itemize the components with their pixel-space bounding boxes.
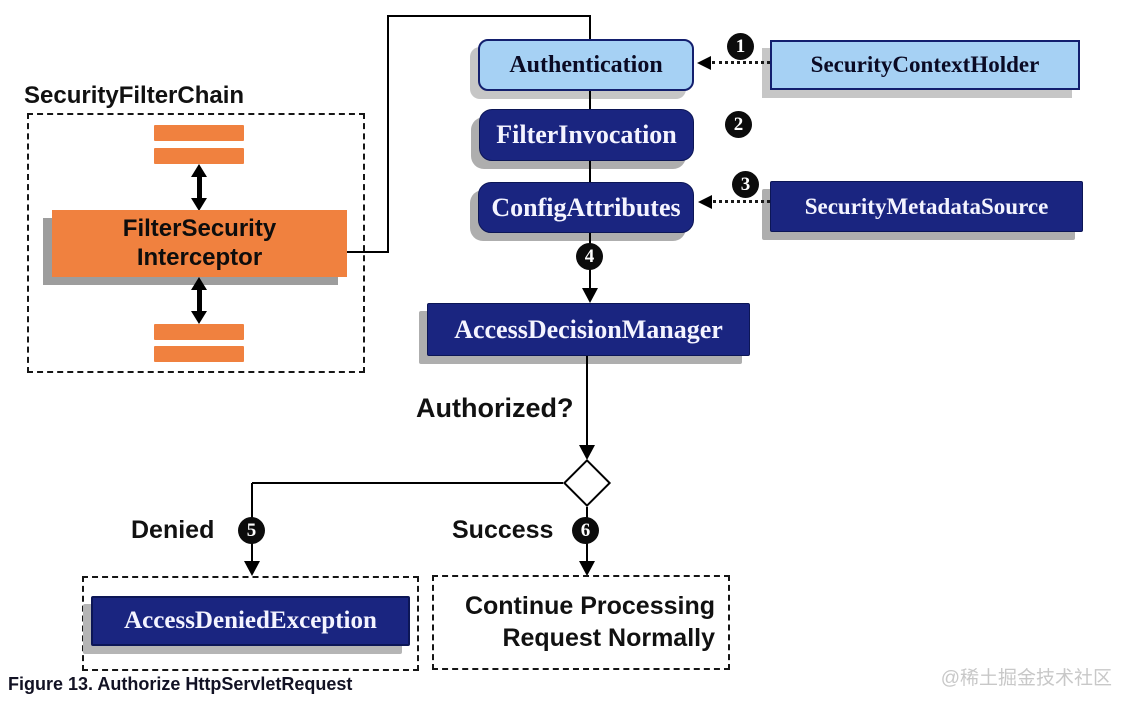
- decision-diamond: [562, 458, 612, 508]
- fsi-line1: FilterSecurity: [122, 214, 277, 242]
- connector-up: [387, 15, 389, 253]
- step-4-badge: 4: [576, 243, 603, 270]
- security-metadata-source-node: SecurityMetadataSource: [770, 181, 1083, 232]
- step-2-badge: 2: [725, 111, 752, 138]
- success-label: Success: [452, 516, 554, 544]
- step-5-badge: 5: [238, 517, 265, 544]
- continue-processing-container: Continue Processing Request Normally: [432, 575, 730, 670]
- access-denied-exception-label: AccessDeniedException: [124, 607, 377, 634]
- line-auth-to-fi: [589, 91, 591, 110]
- config-attributes-node: ConfigAttributes: [478, 182, 694, 233]
- filter-invocation-label: FilterInvocation: [496, 120, 677, 149]
- arrowhead-into-adm: [582, 288, 598, 303]
- authorized-label: Authorized?: [416, 393, 574, 423]
- connector-fsi-right: [347, 251, 389, 253]
- line-fi-to-ca: [589, 161, 591, 183]
- authentication-node: Authentication: [478, 39, 694, 91]
- security-context-holder-label: SecurityContextHolder: [810, 52, 1040, 77]
- continue-line2: Request Normally: [502, 623, 715, 652]
- filter-invocation-node: FilterInvocation: [479, 109, 694, 161]
- security-metadata-source-label: SecurityMetadataSource: [804, 193, 1049, 219]
- authentication-label: Authentication: [509, 51, 663, 78]
- denied-container: [82, 576, 419, 671]
- security-context-holder-node: SecurityContextHolder: [770, 40, 1080, 90]
- access-decision-manager-node: AccessDecisionManager: [427, 303, 750, 356]
- dotted-line-sch-to-auth: [712, 61, 770, 64]
- filter-bar-3: [154, 324, 244, 340]
- config-attributes-label: ConfigAttributes: [491, 192, 681, 222]
- access-decision-manager-label: AccessDecisionManager: [454, 314, 723, 344]
- line-diamond-to-denied: [252, 482, 563, 484]
- filter-bar-1: [154, 125, 244, 141]
- continue-processing-text: Continue Processing Request Normally: [434, 577, 728, 668]
- line-adm-to-diamond: [586, 356, 588, 447]
- arrowhead-into-denied-box: [244, 561, 260, 576]
- step-3-badge: 3: [732, 171, 759, 198]
- connector-top: [387, 15, 591, 17]
- filter-bar-4: [154, 346, 244, 362]
- figure-caption: Figure 13. Authorize HttpServletRequest: [8, 674, 353, 694]
- denied-label: Denied: [131, 516, 215, 544]
- security-filter-chain-container: [27, 113, 365, 373]
- arrowhead-into-authentication: [697, 56, 711, 70]
- double-arrow-top: [191, 164, 207, 211]
- step-6-badge: 6: [572, 517, 599, 544]
- arrowhead-into-success-box: [579, 561, 595, 576]
- watermark: @稀土掘金技术社区: [940, 668, 1112, 689]
- arrowhead-into-config-attributes: [698, 195, 712, 209]
- continue-line1: Continue Processing: [464, 592, 715, 621]
- dotted-line-sms-to-ca: [713, 200, 770, 203]
- double-arrow-bottom: [191, 277, 207, 324]
- arrowhead-into-diamond: [579, 445, 595, 460]
- step-1-badge: 1: [727, 33, 754, 60]
- filter-security-interceptor-node: FilterSecurity Interceptor: [52, 210, 347, 277]
- access-denied-exception-node: AccessDeniedException: [91, 596, 410, 646]
- fsi-line2: Interceptor: [136, 243, 263, 271]
- connector-into-authentication: [589, 15, 591, 41]
- security-filter-chain-label: SecurityFilterChain: [24, 82, 245, 109]
- filter-bar-2: [154, 148, 244, 164]
